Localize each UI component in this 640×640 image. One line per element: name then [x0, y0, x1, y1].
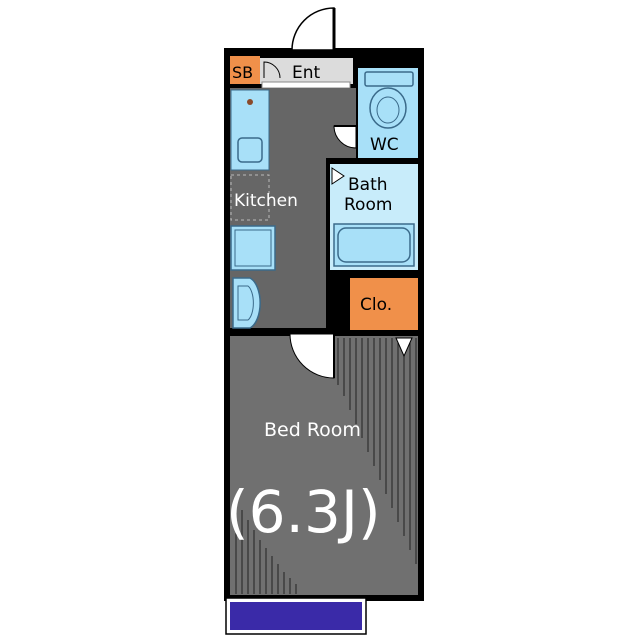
kitchen-label: Kitchen [234, 191, 298, 211]
balcony [230, 602, 362, 630]
washbasin-icon [232, 277, 261, 329]
washbasin-inner [237, 285, 254, 321]
bedroom-floor [230, 336, 418, 595]
bedroom-label: Bed Room [264, 419, 361, 441]
bath-label-2: Room [344, 195, 392, 215]
washer-inner [234, 229, 272, 267]
toilet-icon [369, 87, 407, 129]
sink-icon [237, 137, 263, 163]
entrance-label: Ent [292, 63, 321, 83]
stove-burner-icon [247, 99, 253, 105]
kitchen-counter [230, 174, 270, 221]
toilet-seat [376, 96, 400, 124]
closet-door-icon [395, 337, 413, 358]
bedroom-hatch-top [337, 338, 417, 564]
closet [350, 278, 418, 330]
wc-tank [364, 71, 414, 87]
bath-door-icon [331, 167, 345, 185]
room-size-label: (6.3J) [226, 478, 381, 546]
shoe-box [230, 56, 260, 84]
entrance-door-icon [291, 7, 335, 51]
shoe-box-label: SB [232, 63, 253, 82]
sb-door-icon [263, 61, 281, 79]
bedroom-hatch-bottom [235, 500, 297, 594]
closet-label: Clo. [360, 295, 392, 315]
bathtub-basin [337, 227, 411, 263]
entrance-floor [258, 58, 353, 84]
bath-label-1: Bath [348, 175, 388, 195]
wc-label: WC [370, 135, 399, 155]
